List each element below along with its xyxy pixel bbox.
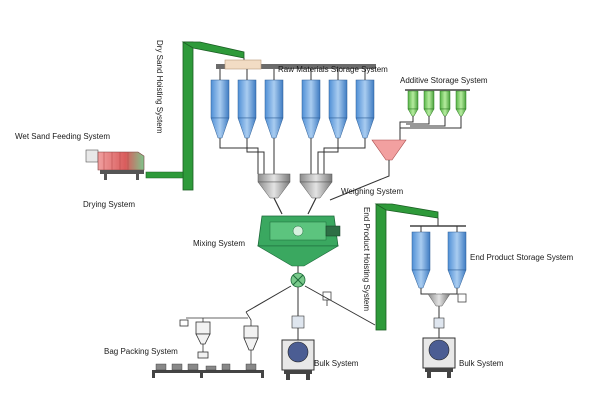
sand-screen — [224, 59, 262, 70]
raw-materials-storage-label: Raw Materials Storage System — [278, 65, 388, 74]
silo-6 — [355, 69, 375, 139]
mixing-label: Mixing System — [193, 239, 246, 248]
weighing-label: Weighing System — [341, 187, 404, 196]
silo-feed-lines — [219, 138, 366, 174]
bulk-system-label-2: Bulk System — [459, 359, 504, 368]
bulk-system-2 — [422, 337, 456, 378]
silo-4 — [301, 69, 321, 139]
end-product-silos — [411, 226, 467, 338]
bag-packing-label: Bag Packing System — [104, 347, 178, 356]
mixer-discharge-lines — [245, 285, 376, 326]
dry-sand-hoisting-label: Dry Sand Hoisting System — [155, 40, 164, 134]
wet-sand-dryer — [85, 149, 145, 180]
weighing-hoppers — [257, 173, 333, 215]
additive-silos — [329, 89, 470, 201]
bulk-system-1 — [281, 291, 332, 380]
end-product-storage-label: End Product Storage System — [470, 253, 574, 262]
bulk-system-label-1: Bulk System — [314, 359, 359, 368]
silo-5 — [328, 69, 348, 139]
wet-sand-feeding-label: Wet Sand Feeding System — [15, 132, 111, 141]
dry-sand-elevator — [145, 41, 245, 191]
mixer — [256, 215, 341, 288]
top-conveyor — [216, 64, 376, 69]
end-product-hoisting-label: End Product Hoisting System — [362, 207, 371, 312]
silo-1 — [210, 69, 230, 139]
silo-2 — [237, 69, 257, 139]
silo-3 — [264, 69, 284, 139]
drying-label: Drying System — [83, 200, 136, 209]
raw-material-silos — [210, 69, 375, 139]
bag-packing-system — [152, 311, 264, 378]
additive-storage-label: Additive Storage System — [400, 76, 488, 85]
